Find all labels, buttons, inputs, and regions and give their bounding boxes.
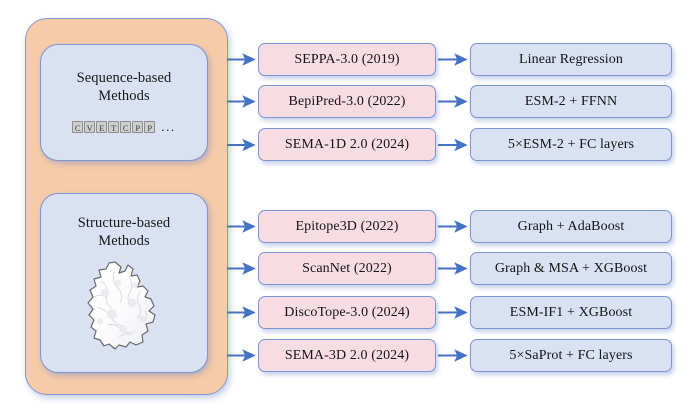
protein-surface-structure-icon xyxy=(87,261,156,350)
category-label-line1: Sequence-based xyxy=(76,69,172,86)
category-label-line2: Methods xyxy=(98,87,150,104)
aa-chip: E xyxy=(96,121,108,134)
aa-chip: T xyxy=(108,121,120,134)
aa-chip: P xyxy=(144,121,156,134)
method-node[interactable]: DiscoTope-3.0 (2024) xyxy=(258,296,436,329)
model-node[interactable]: 5×ESM-2 + FC layers xyxy=(470,128,672,161)
method-node[interactable]: BepiPred-3.0 (2022) xyxy=(258,85,436,118)
method-node[interactable]: SEMA-3D 2.0 (2024) xyxy=(258,339,436,372)
model-node[interactable]: ESM-IF1 + XGBoost xyxy=(470,296,672,329)
aa-chip: P xyxy=(132,121,144,134)
category-box-structure-based[interactable]: Structure-based Methods xyxy=(40,193,208,373)
model-node[interactable]: 5×SaProt + FC layers xyxy=(470,339,672,372)
model-node[interactable]: Graph + AdaBoost xyxy=(470,210,672,243)
category-label-line1: Structure-based xyxy=(77,215,171,232)
model-node[interactable]: ESM-2 + FFNN xyxy=(470,85,672,118)
model-node[interactable]: Graph & MSA + XGBoost xyxy=(470,252,672,285)
category-label-structure-based: Structure-based Methods xyxy=(78,215,171,250)
method-node[interactable]: ScanNet (2022) xyxy=(258,252,436,285)
method-node[interactable]: SEMA-1D 2.0 (2024) xyxy=(258,128,436,161)
method-node[interactable]: SEPPA-3.0 (2019) xyxy=(258,43,436,76)
aa-chip: C xyxy=(72,121,84,134)
method-node[interactable]: Epitope3D (2022) xyxy=(258,210,436,243)
amino-acid-sequence-icon: C V E T C P P ... xyxy=(72,119,176,135)
aa-chip: V xyxy=(84,121,96,134)
category-label-sequence-based: Sequence-based Methods xyxy=(77,70,172,105)
category-label-line2: Methods xyxy=(98,233,150,249)
aa-chip: C xyxy=(120,121,132,134)
category-box-sequence-based[interactable]: Sequence-based Methods C V E T C P P ... xyxy=(40,44,208,161)
model-node[interactable]: Linear Regression xyxy=(470,43,672,76)
sequence-ellipsis: ... xyxy=(161,119,176,135)
